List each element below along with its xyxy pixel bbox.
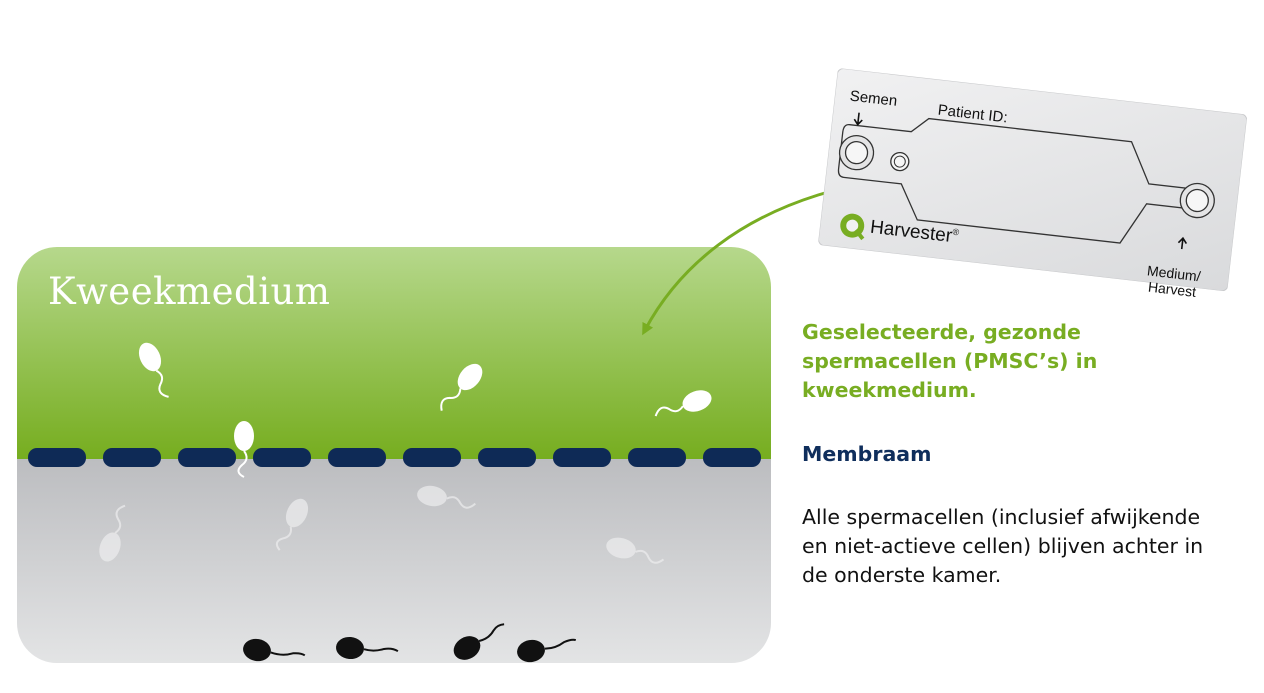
sperm-cell-icon bbox=[654, 390, 712, 417]
sperm-cell-icon bbox=[138, 342, 169, 398]
sperm-cell-icon bbox=[440, 363, 483, 411]
sperm-cell-icon bbox=[99, 504, 126, 562]
sperm-cell-icon bbox=[417, 485, 476, 509]
medium-port bbox=[1179, 182, 1215, 219]
sperm-cell-icon bbox=[517, 638, 577, 663]
membrane-segment bbox=[478, 448, 536, 467]
brand-registered-mark: ® bbox=[951, 226, 960, 238]
membrane-segment bbox=[178, 448, 236, 467]
membrane-segment bbox=[703, 448, 761, 467]
upper-chamber-label: Kweekmedium bbox=[48, 270, 331, 313]
membrane-caption: Membraam bbox=[802, 442, 932, 466]
sperm-cell-icon bbox=[336, 636, 399, 660]
up-arrow-icon bbox=[1177, 236, 1188, 250]
sperm-cell-icon bbox=[453, 623, 505, 660]
sperm-cell-icon bbox=[275, 498, 309, 551]
sperm-cell-icon bbox=[243, 638, 306, 662]
membrane-segment bbox=[328, 448, 386, 467]
semen-port bbox=[838, 134, 875, 171]
membrane bbox=[28, 448, 761, 467]
membrane-segment bbox=[253, 448, 311, 467]
membrane-segment bbox=[403, 448, 461, 467]
remaining-cells-caption: Alle spermacellen (inclusief afwijkende … bbox=[802, 505, 1204, 587]
sperm-cell-icon bbox=[606, 537, 665, 564]
selected-sperm-caption: Geselecteerde, gezonde spermacellen (PMS… bbox=[802, 320, 1098, 402]
harvester-device: Semen Patient ID: Harvester® Medium/ Har… bbox=[817, 68, 1248, 300]
down-arrow-icon bbox=[853, 112, 863, 126]
membrane-segment bbox=[628, 448, 686, 467]
harvester-logo-icon bbox=[840, 213, 865, 241]
device-card bbox=[817, 68, 1248, 292]
inner-port bbox=[890, 151, 910, 172]
membrane-segment bbox=[28, 448, 86, 467]
membrane-segment bbox=[553, 448, 611, 467]
lower-chamber bbox=[17, 459, 771, 663]
sperm-cell-icon bbox=[234, 421, 254, 478]
membrane-segment bbox=[103, 448, 161, 467]
